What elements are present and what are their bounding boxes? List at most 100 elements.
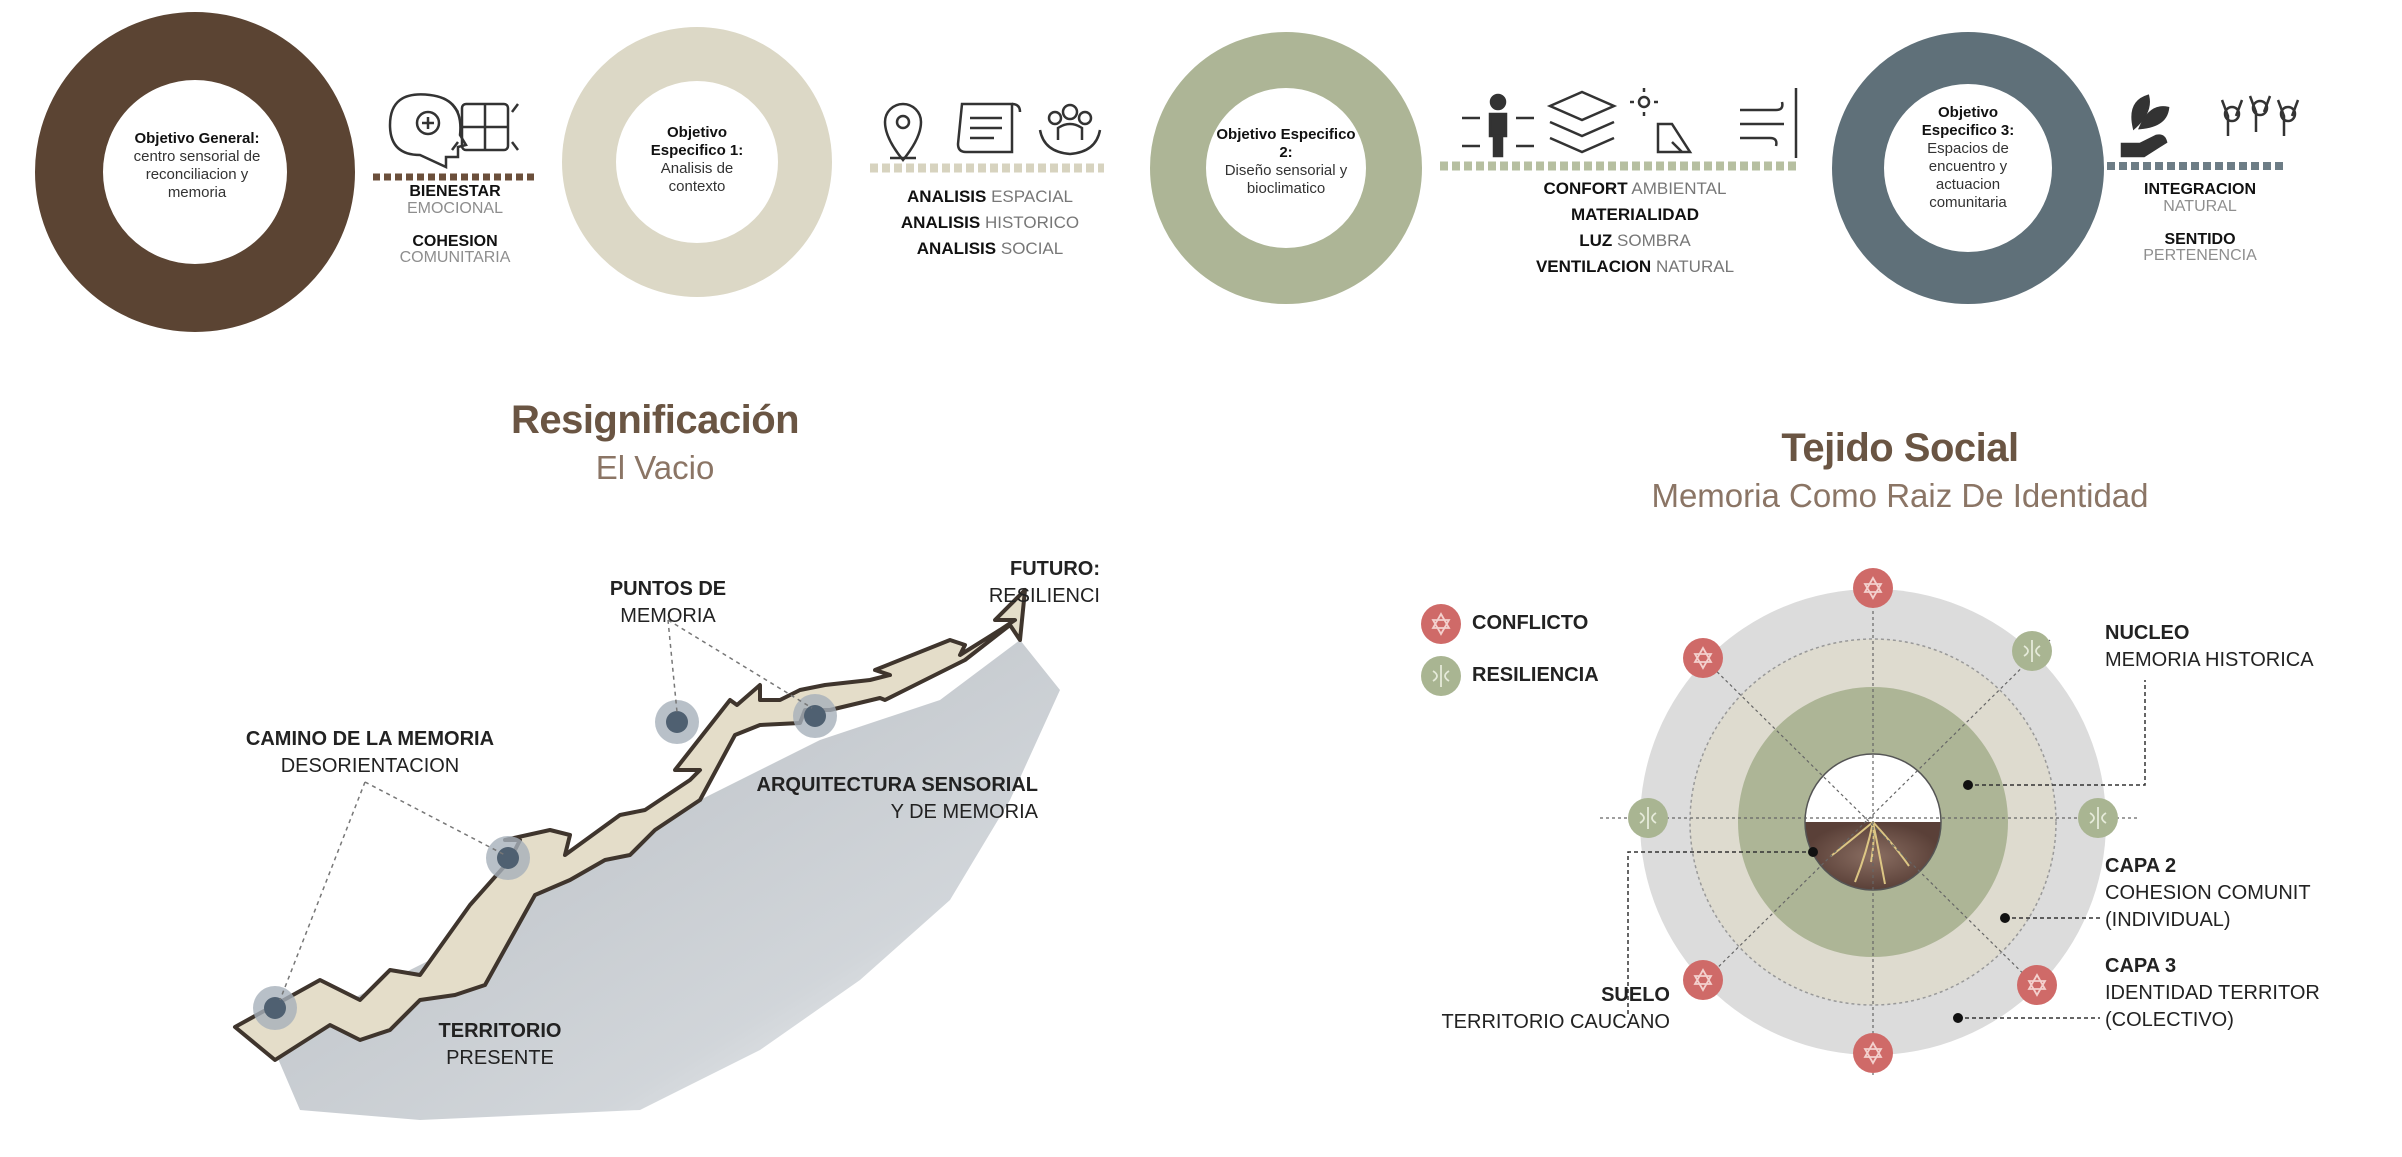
ring-axes [1600,575,2140,1075]
left-leader-lines [279,619,813,1001]
objective-esp3-desc: Espacios de encuentro y actuacion comuni… [1927,140,2009,211]
label-historico: HISTORICO [984,213,1080,232]
people-raising-hands-icon [2220,95,2300,136]
label-integracion: INTEGRACION [2144,181,2256,198]
legend-resiliencia-text: RESILIENCIA [1472,664,1599,686]
head-heart-icon [388,93,468,169]
connector-esp1-labels: ANALISIS ESPACIAL ANALISIS HISTORICO ANA… [880,184,1100,262]
camino-text: DESORIENTACION [280,755,460,777]
memory-point-1 [253,986,297,1030]
el-vacio-subtitle: El Vacio [595,449,715,486]
memory-point-3 [655,700,699,744]
arquitectura-text: Y DE MEMORIA [890,801,1038,823]
capa3-text: IDENTIDAD TERRITOR [2105,982,2320,1004]
objective-esp3-title: Objetivo Especifico 3: [1921,104,2015,139]
nucleo-text: MEMORIA HISTORICA [2105,649,2314,671]
wind-wall-icon [1740,88,1798,158]
label-luz: LUZ [1579,231,1613,250]
objective-general-title: Objetivo General: [134,130,260,147]
label-analisis-1: ANALISIS [907,187,987,206]
location-pin-icon [883,102,923,162]
objective-general-desc: centro sensorial de reconciliacion y mem… [133,148,261,201]
label-emocional: EMOCIONAL [406,199,503,217]
objective-esp2-title: Objetivo Especifico 2: [1216,126,1356,161]
resilience-marker-glyphs [1639,640,2107,829]
objective-esp1-desc: Analisis de contexto [660,160,734,195]
terrain-shadow [270,640,1060,1120]
label-camino-memoria: CAMINO DE LA MEMORIA DESORIENTACION [220,726,520,780]
objective-esp2-text: Objetivo Especifico 2: Diseño sensorial … [1216,126,1356,198]
memory-point-4 [793,694,837,738]
connector-esp2-labels: CONFORT AMBIENTAL MATERIALIDAD LUZ SOMBR… [1500,176,1770,280]
right-leader-dots [1808,780,2010,1023]
nucleo-bold: NUCLEO [2105,622,2190,644]
legend-conflicto-label: CONFLICTO [1472,610,1672,637]
sun-shadow-icon [1630,88,1693,154]
ring-general [35,12,355,332]
suelo-text: TERRITORIO CAUCANO [1441,1011,1670,1033]
connector-esp3-labels: INTEGRACION NATURAL SENTIDO PERTENENCIA [2125,181,2275,265]
capa2-bold: CAPA 2 [2105,855,2177,877]
label-bienestar: BIENESTAR [409,183,501,200]
puzzle-hands-icon [451,102,519,152]
label-nucleo: NUCLEO MEMORIA HISTORICA [2105,620,2400,674]
futuro-text: RESILIENCI [988,585,1100,607]
label-natural: NATURAL [1655,257,1735,276]
capa3-bold: CAPA 3 [2105,955,2177,977]
label-analisis-3: ANALISIS [916,239,997,258]
right-leader-lines [1627,680,2146,1019]
community-hands-icon [1038,103,1102,156]
objective-general-text: Objetivo General: centro sensorial de re… [122,130,272,202]
material-layers-icon [1546,90,1618,154]
territorio-text: PRESENTE [446,1047,554,1069]
memory-point-2 [486,836,530,880]
futuro-bold: FUTURO: [1010,558,1100,580]
resignificacion-title: Resignificación [510,398,800,442]
connector-general-labels: BIENESTAR EMOCIONAL COHESION COMUNITARIA [380,183,530,267]
puntos-bold: PUNTOS DE [609,578,727,600]
objective-esp3-text: Objetivo Especifico 3: Espacios de encue… [1906,104,2030,212]
objective-esp1-title: Objetivo Especifico 1: [650,124,744,159]
label-materialidad: MATERIALIDAD [1570,205,1700,224]
label-territorio: TERRITORIO PRESENTE [410,1018,590,1072]
conflict-markers [1683,568,2057,1073]
label-pertenencia: PERTENENCIA [2143,247,2257,265]
person-arrows-icon [1462,93,1534,158]
puntos-text: MEMORIA [620,605,716,627]
ring-esp1 [562,27,832,297]
label-analisis-2: ANALISIS [900,213,981,232]
conflict-marker-glyphs [1693,576,2047,1065]
legend-resiliencia-label: RESILIENCIA [1472,662,1672,689]
capa3-colectivo: (COLECTIVO) [2105,1009,2234,1031]
label-integracion-natural: NATURAL [2163,197,2237,215]
tejido-social-title: Tejido Social [1781,426,2019,470]
label-capa3: CAPA 3 IDENTIDAD TERRITOR (COLECTIVO) [2105,953,2400,1034]
label-ventilacion: VENTILACION [1535,257,1652,276]
label-puntos-memoria: PUNTOS DE MEMORIA [568,576,768,630]
label-comunitaria: COMUNITARIA [399,249,511,267]
label-social: SOCIAL [1000,239,1064,258]
arquitectura-bold: ARQUITECTURA SENSORIAL [756,774,1038,796]
capa2-individual: (INDIVIDUAL) [2105,909,2231,931]
label-sentido: SENTIDO [2164,230,2236,248]
plant-hand-icon [2120,94,2170,158]
suelo-bold: SUELO [1601,984,1670,1006]
label-espacial: ESPACIAL [991,187,1073,206]
right-heading: Tejido Social Memoria Como Raiz De Ident… [1590,426,2210,515]
label-suelo: SUELO TERRITORIO CAUCANO [1370,982,1670,1036]
legend-conflict-marker [1421,604,1461,644]
ring-esp3 [1832,32,2104,304]
legend-conflicto-text: CONFLICTO [1472,612,1589,634]
capa2-text: COHESION COMUNIT [2105,882,2311,904]
territorio-bold: TERRITORIO [438,1020,562,1042]
scroll-document-icon [956,102,1022,154]
label-ambiental: AMBIENTAL [1631,179,1727,198]
label-arquitectura: ARQUITECTURA SENSORIAL Y DE MEMORIA [738,772,1038,826]
ring-esp2 [1150,32,1422,304]
camino-bold: CAMINO DE LA MEMORIA [245,728,495,750]
label-futuro: FUTURO: RESILIENCI [960,556,1100,610]
objective-esp1-text: Objetivo Especifico 1: Analisis de conte… [637,124,757,196]
label-capa2: CAPA 2 COHESION COMUNIT (INDIVIDUAL) [2105,853,2400,934]
memoria-raiz-subtitle: Memoria Como Raiz De Identidad [1651,477,2149,514]
